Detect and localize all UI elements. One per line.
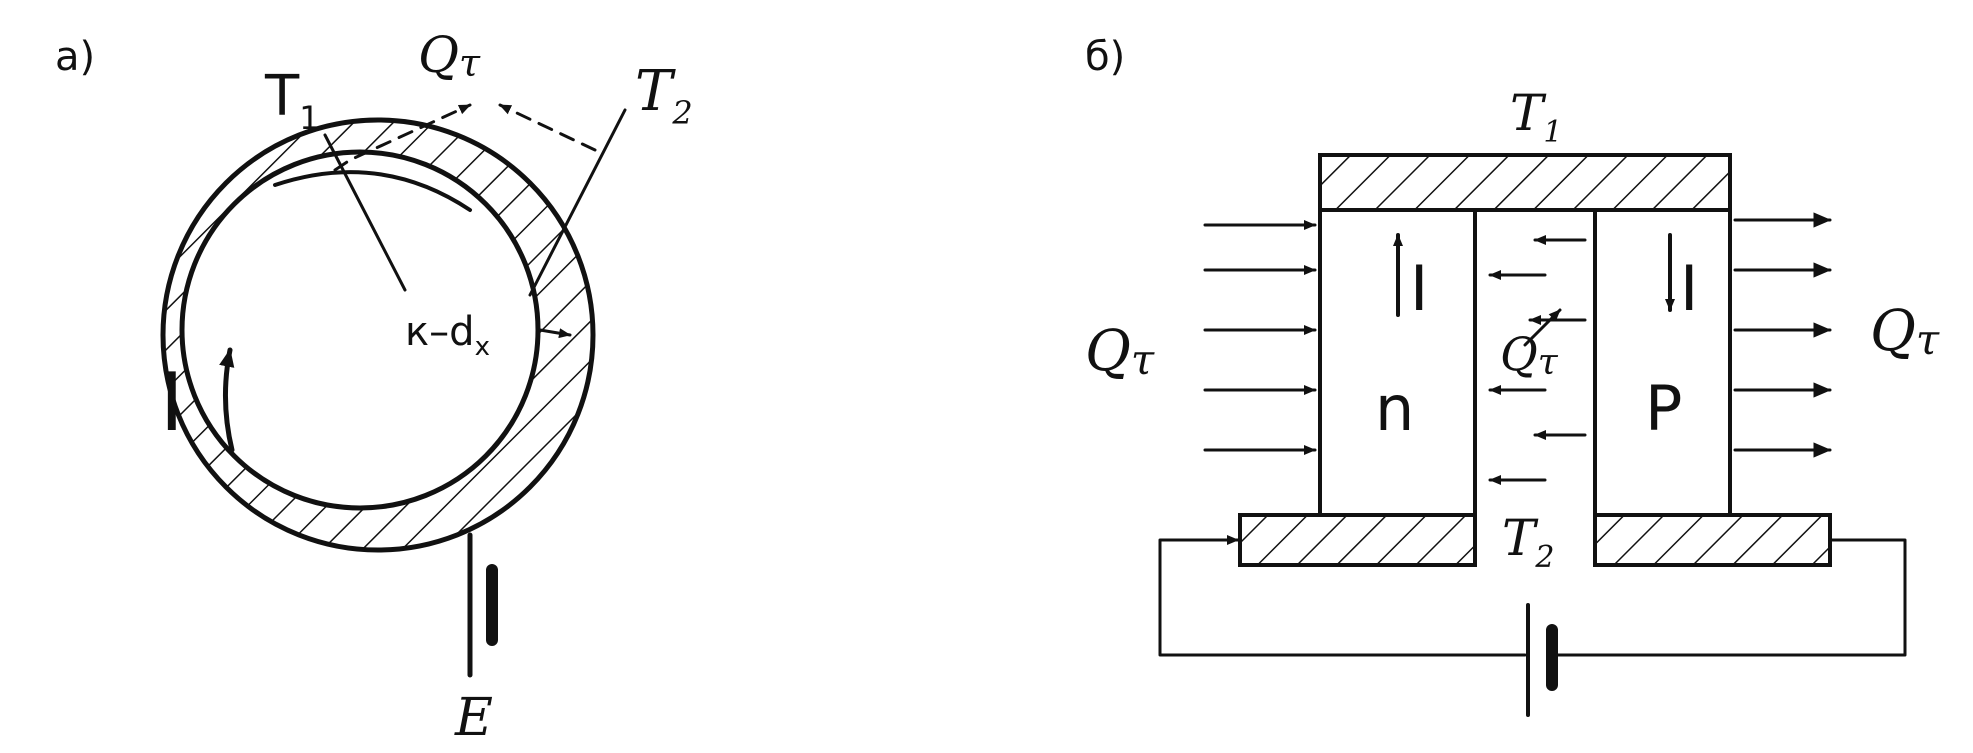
t2-label: T2	[635, 59, 693, 132]
bottom-plate-right	[1593, 513, 1832, 567]
q-tau-left: Qτ	[1085, 319, 1155, 384]
n-leg-label: n	[1375, 372, 1414, 445]
t2-label-b: T2	[1502, 509, 1554, 575]
panel-a: а) T1 T2 Qτ к–dx I	[55, 26, 693, 748]
right-heat-arrows	[1733, 212, 1832, 458]
battery-b	[1526, 603, 1558, 717]
panel-b-label: б)	[1085, 34, 1125, 80]
current-label-a: I	[160, 356, 184, 449]
center-heat-arrows	[1488, 235, 1587, 485]
junction-arrow	[538, 328, 572, 339]
p-leg	[1593, 208, 1732, 517]
heat-dashed-left	[333, 103, 472, 172]
left-heat-arrows	[1203, 220, 1317, 455]
circuit-wire-right	[1553, 538, 1907, 657]
t1-label-b: T1	[1510, 84, 1562, 150]
current-label-right: I	[1680, 252, 1698, 325]
q-tau-center: Qτ	[1500, 327, 1559, 383]
t2-leader	[528, 108, 627, 297]
current-arrow-a	[219, 347, 235, 453]
top-plate	[1318, 153, 1732, 212]
battery-a	[458, 532, 498, 678]
q-tau-right: Qτ	[1870, 299, 1940, 364]
current-label-left: I	[1410, 252, 1428, 325]
ring-inner-contour	[273, 170, 472, 212]
q-tau-label: Qτ	[418, 26, 481, 85]
t1-label: T1	[264, 64, 320, 137]
junction-label: к–dx	[405, 309, 490, 362]
n-leg	[1318, 208, 1477, 517]
t1-leader	[323, 133, 407, 292]
heat-dashed-right	[498, 103, 597, 152]
ring-inner-disk	[179, 149, 541, 511]
emf-label: E	[454, 688, 493, 748]
panel-b: б) T1 n I P I T2	[1085, 34, 1940, 717]
p-leg-label: P	[1645, 372, 1682, 445]
panel-a-label: а)	[55, 34, 95, 80]
bottom-plate-left	[1238, 513, 1477, 567]
